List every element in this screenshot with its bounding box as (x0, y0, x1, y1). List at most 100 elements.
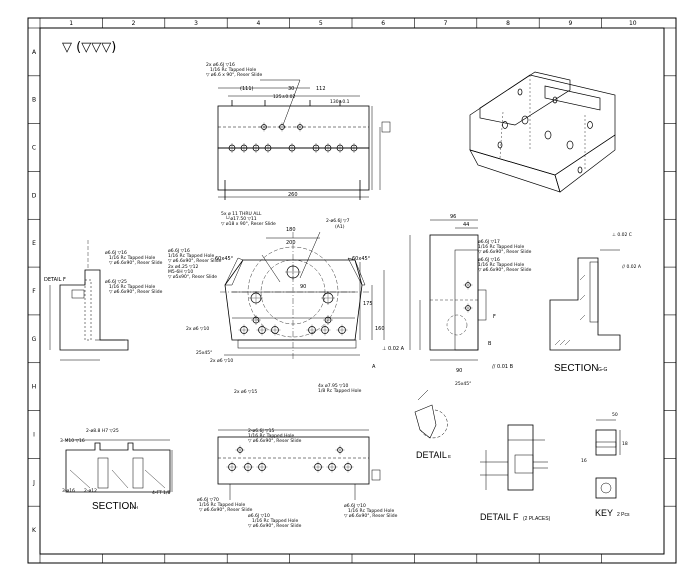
row-label: H (32, 384, 37, 391)
side-note-5: 1/16 Rc Tapped Hole (478, 262, 524, 268)
bottom-hole-note-1: 2-ø6.6J ▽15 (248, 428, 274, 434)
top-dim-30: 30 (288, 86, 294, 92)
front-bottom-note-3: 4x ø7.95 ▽10 (318, 383, 348, 389)
front-dim-175: 175 (363, 301, 373, 307)
side-dim-44: 44 (463, 222, 469, 228)
top-dim-130: 130±0.1 (330, 99, 350, 105)
top-view-holes (227, 122, 359, 153)
detail-f-suffix: (2 PLACES) (523, 516, 551, 522)
detail-e-suffix: E (448, 454, 451, 459)
column-label: 5 (319, 20, 323, 27)
front-hole-note-3: ▽ ø18 x 90°, Reser Slide (221, 221, 276, 227)
row-label: B (32, 97, 36, 104)
front-dia-note-1: 2-ø6.6J ▽7 (326, 218, 350, 224)
front-dia-note-2: (A1) (335, 224, 345, 230)
bottom-hole-note-12: ▽ ø6.6x90°, Reser Slide (344, 513, 398, 519)
bottom-hole-note-11: 1/16 Rc Tapped Hole (348, 508, 394, 514)
row-label: K (32, 527, 37, 534)
section-hh-suffix: H-H (130, 505, 138, 510)
datum-b: B (488, 341, 492, 347)
front-left-note-3: ▽ ø6.6x90°, Reser Slide (168, 258, 222, 264)
top-view (217, 79, 391, 200)
front-bottom-note-2: 2x ø6 ▽15 (234, 389, 257, 395)
row-label: I (33, 431, 35, 438)
key-title: KEY (595, 508, 613, 518)
row-label: C (32, 145, 36, 152)
key-dim-16: 16 (581, 458, 587, 464)
front-left-note-6: ▽ ø5x90°, Reser Slide (168, 274, 217, 280)
front-bottom-note-1: 2x ø6 ▽10 (186, 326, 209, 332)
side-view (409, 219, 487, 361)
bottom-hole-note-5: 1/16 Rc Tapped Hole (199, 502, 245, 508)
detail-f-view (480, 424, 548, 491)
hh-note-3: 3-ø16 (62, 488, 75, 494)
front-left-note-5: M5-6H ▽10 (168, 269, 193, 275)
top-hole-note-2: 1/16 Rc Tapped Hole (210, 67, 256, 73)
front-dim-160: 160 (375, 326, 385, 332)
detail-f-title: DETAIL F (480, 512, 519, 522)
left-detail-note-4: ø6.6J ▽25 (105, 279, 127, 285)
detail-e-view (414, 389, 448, 439)
row-label: J (32, 479, 35, 486)
bottom-view (217, 429, 381, 500)
front-left-note-1: ø6.6J ▽16 (168, 248, 190, 254)
front-bottom-chamfer: 25x45° (196, 350, 212, 356)
gg-top-label: ⊥ 0.02 C (612, 232, 632, 238)
bottom-hole-note-10: ø6.6J ▽10 (344, 503, 366, 509)
column-label: 10 (629, 20, 637, 27)
key-suffix: 2 Pcs (617, 512, 630, 518)
side-note-2: 1/16 Rc Tapped Hole (478, 244, 524, 250)
bottom-view-holes (226, 445, 354, 473)
section-gg-title: SECTION (554, 363, 598, 374)
front-angle-left: 60x45° (215, 256, 234, 262)
hh-note-5: 4-FT 1/8 (152, 490, 171, 496)
bottom-hole-note-8: 1/16 Rc Tapped Hole (252, 518, 298, 524)
top-dim-111: (111) (240, 86, 253, 92)
column-label: 1 (69, 20, 73, 27)
bottom-hole-note-6: ▽ ø6.6x90°, Reser Slide (199, 507, 253, 513)
top-dim-width: 260 (288, 192, 298, 198)
front-dim-90: 90 (300, 284, 306, 290)
side-chamfer: 25x45° (455, 381, 471, 387)
bottom-hole-note-7: ø6.6J ▽10 (248, 513, 270, 519)
bottom-hole-note-9: ▽ ø6.6x90°, Reser Slide (248, 523, 302, 529)
bottom-hole-note-4: ø6.6J ▽70 (197, 497, 219, 503)
side-note-6: ▽ ø6.6x90°, Reser Slide (478, 267, 532, 273)
row-label: E (32, 240, 36, 247)
column-label: 9 (568, 20, 572, 27)
top-hole-note-1: 2x ø6.6J ▽16 (206, 62, 235, 68)
top-dim-112: 112 (316, 86, 326, 92)
column-label: 8 (506, 20, 510, 27)
hh-note-4: 2-ø12 (84, 488, 97, 494)
front-left-note-2: 1/16 Rc Tapped Hole (168, 253, 214, 259)
front-hole-note-1: 5x ø 11 THRU ALL (221, 211, 262, 217)
side-note-1: ø6.6J ▽17 (478, 239, 500, 245)
column-label: 4 (256, 20, 260, 27)
bottom-hole-note-2: 1/16 Rc Tapped Hole (248, 433, 294, 439)
front-dim-200: 200 (286, 240, 296, 246)
top-hole-note-3: ▽ ø6.6 x 90°, Reser Slide (206, 72, 262, 78)
isometric-view (469, 71, 616, 193)
side-dim-90: 90 (456, 368, 462, 374)
front-dim-180: 180 (286, 227, 296, 233)
left-detail-note-3: ▽ ø6.6x90°, Reser Slide (109, 260, 163, 266)
column-label: 3 (194, 20, 198, 27)
side-note-4: ø6.6J ▽16 (478, 257, 500, 263)
row-label: G (32, 336, 37, 343)
left-detail-title: DETAIL F (44, 277, 66, 283)
front-left-note-4: 2x ø4.25 ▽12 (168, 264, 198, 270)
column-label: 2 (132, 20, 136, 27)
section-gg-suffix: G-G (598, 367, 608, 373)
left-detail-note-1: ø6.6J ▽16 (105, 250, 127, 256)
detail-e-title: DETAIL (416, 450, 447, 460)
front-hole-note-2: └┘ø17.50 ▽11 (225, 215, 257, 222)
row-label: D (32, 192, 37, 199)
datum-a: A (372, 364, 376, 370)
column-label: 7 (444, 20, 448, 27)
hh-note-1: 2-ø8.8 H7 ▽25 (86, 428, 119, 434)
gg-tol: // 0.02 A (622, 264, 642, 270)
left-detail-note-5: 1/16 Rc Tapped Hole (109, 284, 155, 290)
